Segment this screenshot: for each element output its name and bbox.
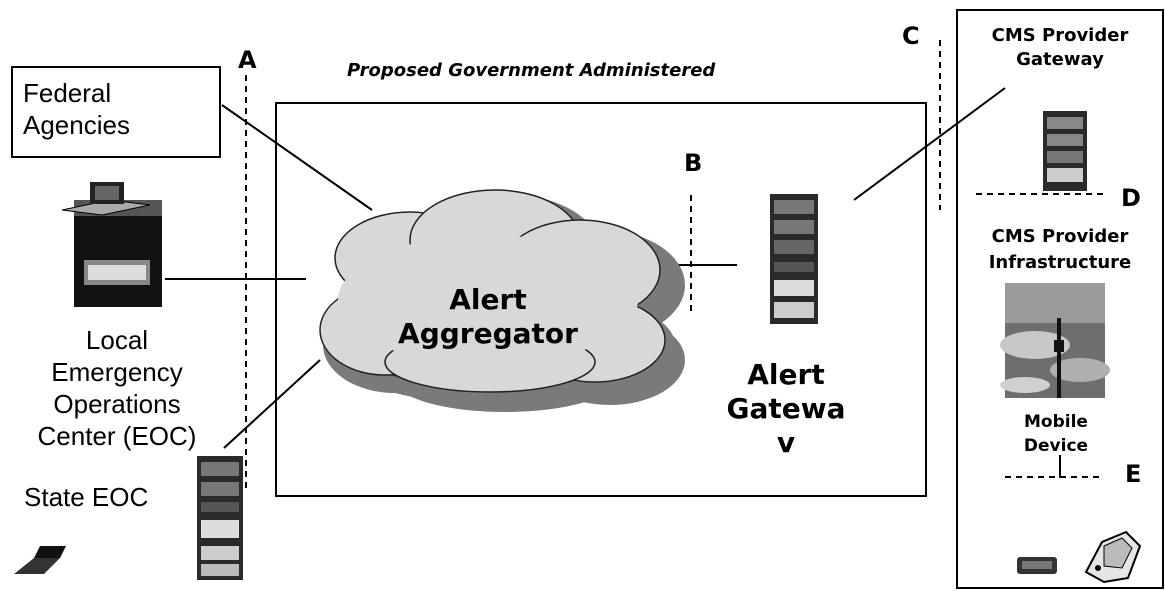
gateway-line3: v: [776, 426, 796, 454]
gateway-line1: Alert: [747, 358, 825, 391]
federal-agencies-label: Federal Agencies: [23, 78, 130, 140]
point-d-label: D: [1121, 184, 1141, 212]
cms-panel: [956, 9, 1164, 589]
government-frame: [275, 102, 927, 497]
connector-cms: [853, 87, 1006, 201]
cms-gateway-label: CMS Provider Gateway: [991, 25, 1129, 70]
state-eoc-label: State EOC: [24, 482, 149, 512]
workstation-icon: [61, 182, 162, 307]
flip-phone-icon: [1084, 530, 1142, 584]
state-server-icon: [197, 456, 243, 580]
cms-gateway-server-icon: [1043, 111, 1087, 191]
cms-infra-label: CMS Provider Infrastructure: [988, 226, 1132, 273]
aggregator-label: Alert Aggregator: [388, 283, 588, 351]
gateway-label: Alert Gatewa v: [716, 358, 856, 454]
point-a-label: A: [238, 46, 257, 74]
gateway-line2: Gatewa: [726, 392, 846, 425]
cell-tower-icon: [1000, 283, 1110, 398]
gateway-server-icon: [770, 194, 818, 324]
local-eoc-label: Local Emergency Operations Center (EOC): [37, 325, 197, 451]
federal-agencies-box: Federal Agencies: [11, 66, 221, 158]
connector-state-eoc: [223, 359, 321, 449]
cloud-fill: [338, 235, 638, 365]
point-e-label: E: [1125, 460, 1142, 488]
connector-federal: [221, 104, 373, 211]
mobile-device-label: Mobile Device: [1023, 412, 1089, 456]
aggregator-line2: Aggregator: [398, 317, 578, 350]
pager-icon: [1017, 557, 1057, 574]
top-label: Proposed Government Administered: [347, 60, 716, 81]
aggregator-line1: Alert: [449, 283, 527, 316]
point-b-label: B: [684, 149, 703, 177]
laptop-icon: [14, 546, 66, 574]
point-c-label: C: [902, 22, 920, 50]
